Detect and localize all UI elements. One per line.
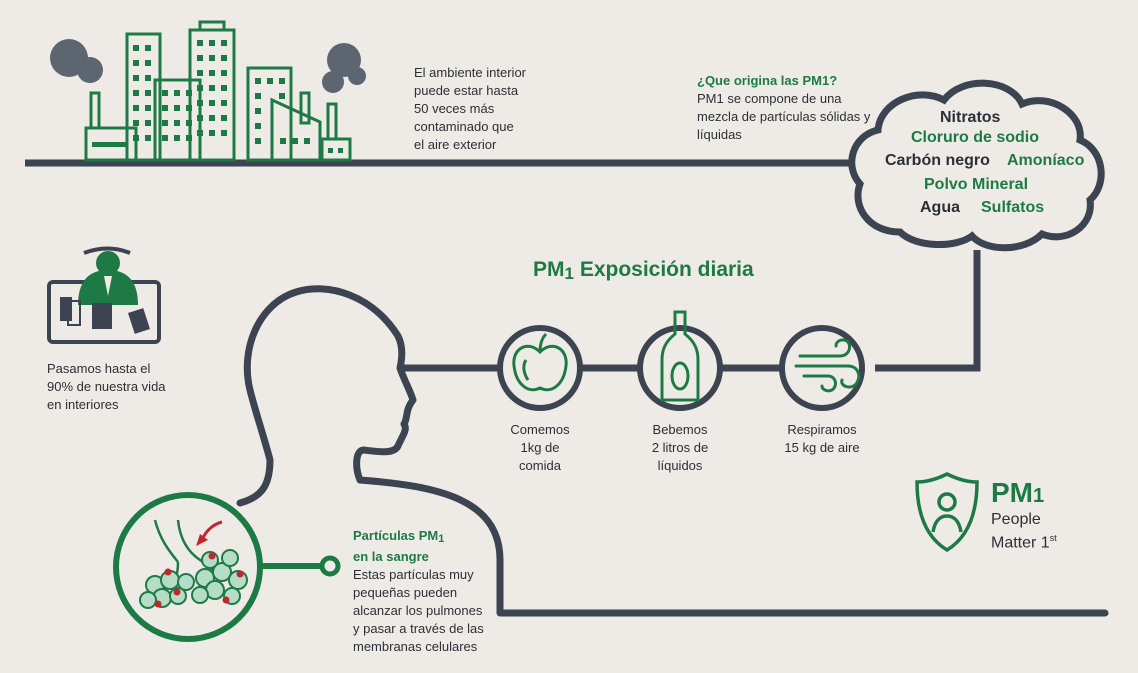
brand-pm-sub: 1 bbox=[1033, 485, 1045, 507]
exposure-title-rest: Exposición diaria bbox=[579, 258, 754, 281]
bottle-icon bbox=[660, 310, 700, 402]
caption-line: Comemos bbox=[510, 422, 570, 437]
city-icon bbox=[50, 20, 366, 162]
city-text-line: El ambiente interior bbox=[414, 65, 526, 80]
blood-body-line: pequeñas pueden bbox=[353, 585, 458, 600]
cloud-word-sulfatos: Sulfatos bbox=[981, 199, 1045, 216]
exposure-caption-eat: Comemos 1kg de comida bbox=[480, 421, 600, 475]
origin-heading: ¿Que origina las PM1? bbox=[697, 73, 838, 88]
exposure-caption-drink: Bebemos 2 litros de líquidos bbox=[620, 421, 740, 475]
shield-person-icon bbox=[915, 472, 979, 553]
caption-line: 2 litros de bbox=[651, 440, 709, 455]
cloud-connector bbox=[875, 250, 981, 372]
blood-heading-line2: en la sangre bbox=[353, 549, 429, 564]
lungs-icon bbox=[139, 519, 248, 609]
exposure-title-sub: 1 bbox=[564, 264, 574, 283]
cloud-word-polvo: Polvo Mineral bbox=[924, 176, 1029, 193]
blood-body-line: membranas celulares bbox=[353, 639, 478, 654]
indoor-text-line: 90% de nuestra vida bbox=[47, 379, 166, 394]
city-text-line: el aire exterior bbox=[414, 137, 497, 152]
city-text-line: contaminado que bbox=[414, 119, 514, 134]
apple-icon bbox=[512, 332, 568, 392]
exposure-title-pm: PM bbox=[533, 258, 565, 281]
blood-heading-sub: 1 bbox=[438, 533, 445, 545]
indoor-text-line: Pasamos hasta el bbox=[47, 361, 151, 376]
caption-line: 1kg de bbox=[520, 440, 560, 455]
caption-line: 15 kg de aire bbox=[784, 440, 860, 455]
blood-text: Partículas PM1 en la sangre Estas partíc… bbox=[353, 527, 484, 656]
brand-line1: People bbox=[991, 511, 1041, 528]
caption-line: líquidos bbox=[657, 458, 703, 473]
brand-pm: PM1 bbox=[991, 478, 1057, 511]
blood-body-line: alcanzar los pulmones bbox=[353, 603, 483, 618]
exposure-title: PM1 Exposición diaria bbox=[533, 258, 754, 284]
brand-line2-text: Matter 1 bbox=[991, 534, 1050, 552]
caption-line: Respiramos bbox=[787, 422, 857, 437]
cloud-word-agua: Agua bbox=[920, 199, 960, 216]
origin-body-line: líquidas bbox=[697, 127, 742, 142]
indoor-text: Pasamos hasta el 90% de nuestra vida en … bbox=[47, 360, 166, 414]
caption-line: comida bbox=[519, 458, 561, 473]
brand-logo: PM1 People Matter 1st bbox=[991, 478, 1057, 552]
brand-pm-text: PM bbox=[991, 477, 1033, 508]
origin-body-line: PM1 se compone de una bbox=[697, 91, 842, 106]
blood-body-line: Estas partículas muy bbox=[353, 567, 474, 582]
caption-line: Bebemos bbox=[652, 422, 708, 437]
cloud-word-carbon: Carbón negro bbox=[885, 152, 990, 169]
person-silhouette bbox=[236, 285, 1109, 617]
blood-heading-text: Partículas PM bbox=[353, 528, 439, 543]
cloud-shape bbox=[848, 79, 1105, 252]
cloud-word-amoniaco: Amoníaco bbox=[1007, 152, 1085, 169]
wind-icon bbox=[794, 338, 861, 393]
blood-body-line: y pasar a través de las bbox=[353, 621, 484, 636]
cloud-word-cloruro: Cloruro de sodio bbox=[911, 129, 1039, 146]
brand-line2: Matter 1st bbox=[991, 529, 1057, 552]
origin-body-line: mezcla de partículas sólidas y bbox=[697, 109, 871, 124]
cloud-word-nitratos: Nitratos bbox=[940, 109, 1001, 126]
city-text: El ambiente interior puede estar hasta 5… bbox=[414, 64, 526, 154]
city-text-line: 50 veces más bbox=[414, 101, 495, 116]
brand-line2-sup: st bbox=[1049, 533, 1057, 543]
origin-text: ¿Que origina las PM1? PM1 se compone de … bbox=[697, 72, 870, 144]
office-worker-icon bbox=[47, 246, 161, 344]
indoor-text-line: en interiores bbox=[47, 397, 119, 412]
lung-frame bbox=[113, 492, 263, 642]
exposure-caption-breathe: Respiramos 15 kg de aire bbox=[762, 421, 882, 457]
city-text-line: puede estar hasta bbox=[414, 83, 519, 98]
blood-heading-line1: Partículas PM1 bbox=[353, 527, 484, 548]
exposure-icons bbox=[497, 325, 865, 411]
connector-dot bbox=[319, 555, 341, 577]
